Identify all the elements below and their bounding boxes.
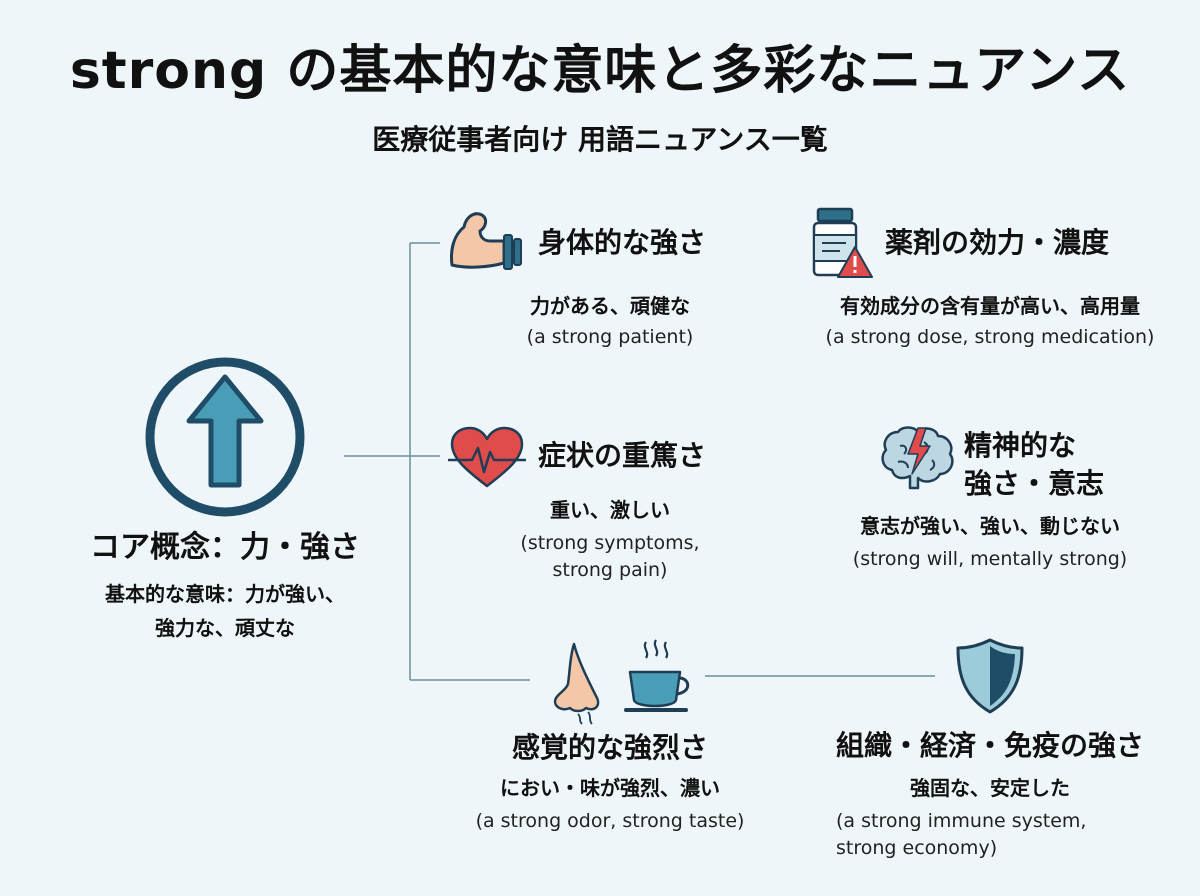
mental-heading-line2: 強さ・意志 [964,467,1105,500]
mental-heading-line1: 精神的な [964,429,1077,462]
physical-heading: 身体的な強さ [538,226,707,259]
mental-jp: 意志が強い、強い、動じない [860,514,1120,538]
page-title: strong の基本的な意味と多彩なニュアンス [69,41,1131,101]
org-en-line2: strong economy) [836,837,998,859]
symptom-en-line1: (strong symptoms, [520,532,700,554]
shield-icon [956,638,1024,714]
org-en-line1: (a strong immune system, [836,810,1087,832]
physical-en: (a strong patient) [526,326,694,348]
symptom-heading: 症状の重篤さ [538,439,707,472]
core-meaning-line1: 基本的な意味：力が強い、 [105,582,345,606]
brain-lightning-icon [881,426,954,490]
warning-icon [837,246,873,278]
nose-icon [553,642,600,725]
heart-pulse-icon [448,426,526,488]
sensory-heading: 感覚的な強烈さ [511,731,708,764]
symptom-en-line2: strong pain) [552,559,668,581]
drug-jp: 有効成分の含有量が高い、高用量 [840,294,1140,318]
arrow-up-circle-icon [145,357,305,517]
page-subtitle: 医療従事者向け 用語ニュアンス一覧 [372,123,828,156]
org-heading: 組織・経済・免疫の強さ [835,729,1144,762]
physical-jp: 力がある、頑健な [530,294,690,318]
drug-heading: 薬剤の効力・濃度 [885,226,1110,259]
sensory-jp: におい・味が強烈、濃い [500,776,720,800]
sensory-en: (a strong odor, strong taste) [475,810,745,832]
core-meaning-line2: 強力な、頑丈な [155,616,295,640]
flexed-arm-icon [450,212,522,270]
org-jp: 強固な、安定した [910,776,1070,800]
drug-en: (a strong dose, strong medication) [825,326,1155,348]
coffee-cup-icon [624,639,690,712]
symptom-jp: 重い、激しい [550,498,670,522]
core-heading: コア概念：力・強さ [90,530,360,565]
mental-en: (strong will, mentally strong) [852,548,1128,570]
